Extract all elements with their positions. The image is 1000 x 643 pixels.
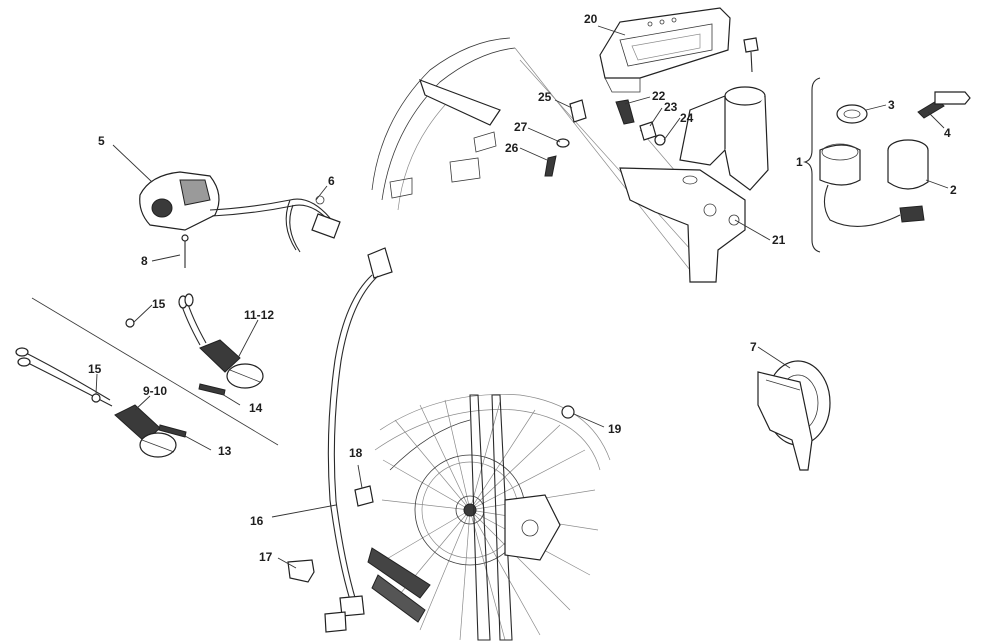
- front-wheel: [367, 394, 611, 641]
- callout-13: 13: [218, 444, 232, 458]
- callout-23: 23: [664, 100, 678, 114]
- headlight-bracket: [619, 86, 769, 283]
- callout-4: 4: [944, 126, 951, 140]
- instrument-cluster: [599, 7, 731, 93]
- cluster-hardware: [544, 37, 759, 177]
- callout-17: 17: [259, 550, 273, 564]
- callout-5: 5: [98, 134, 105, 148]
- callout-6: 6: [328, 174, 335, 188]
- callout-19: 19: [608, 422, 622, 436]
- horn: [757, 360, 831, 471]
- ignition-switch-assembly: [803, 77, 971, 253]
- callout-21: 21: [772, 233, 786, 247]
- callout-7: 7: [750, 340, 757, 354]
- callout-9-10: 9-10: [143, 384, 168, 398]
- callout-15-lower: 15: [88, 362, 102, 376]
- callout-11-12: 11-12: [244, 308, 275, 322]
- callout-16: 16: [250, 514, 264, 528]
- callout-24: 24: [680, 111, 694, 125]
- callout-20: 20: [584, 12, 598, 26]
- callout-15-upper: 15: [152, 297, 166, 311]
- callout-18: 18: [349, 446, 363, 460]
- speedometer-cable: [287, 247, 575, 633]
- callout-27: 27: [514, 120, 528, 134]
- front-fender: [371, 37, 701, 271]
- callout-22: 22: [652, 89, 666, 103]
- turn-signals: [15, 293, 279, 458]
- handlebar-switch: [139, 171, 341, 268]
- leader-lines: [95, 25, 949, 569]
- callout-25: 25: [538, 90, 552, 104]
- callout-26: 26: [505, 141, 519, 155]
- callout-2: 2: [950, 183, 957, 197]
- callout-3: 3: [888, 98, 895, 112]
- callout-1: 1: [796, 155, 803, 169]
- callout-14: 14: [249, 401, 263, 415]
- callout-8: 8: [141, 254, 148, 268]
